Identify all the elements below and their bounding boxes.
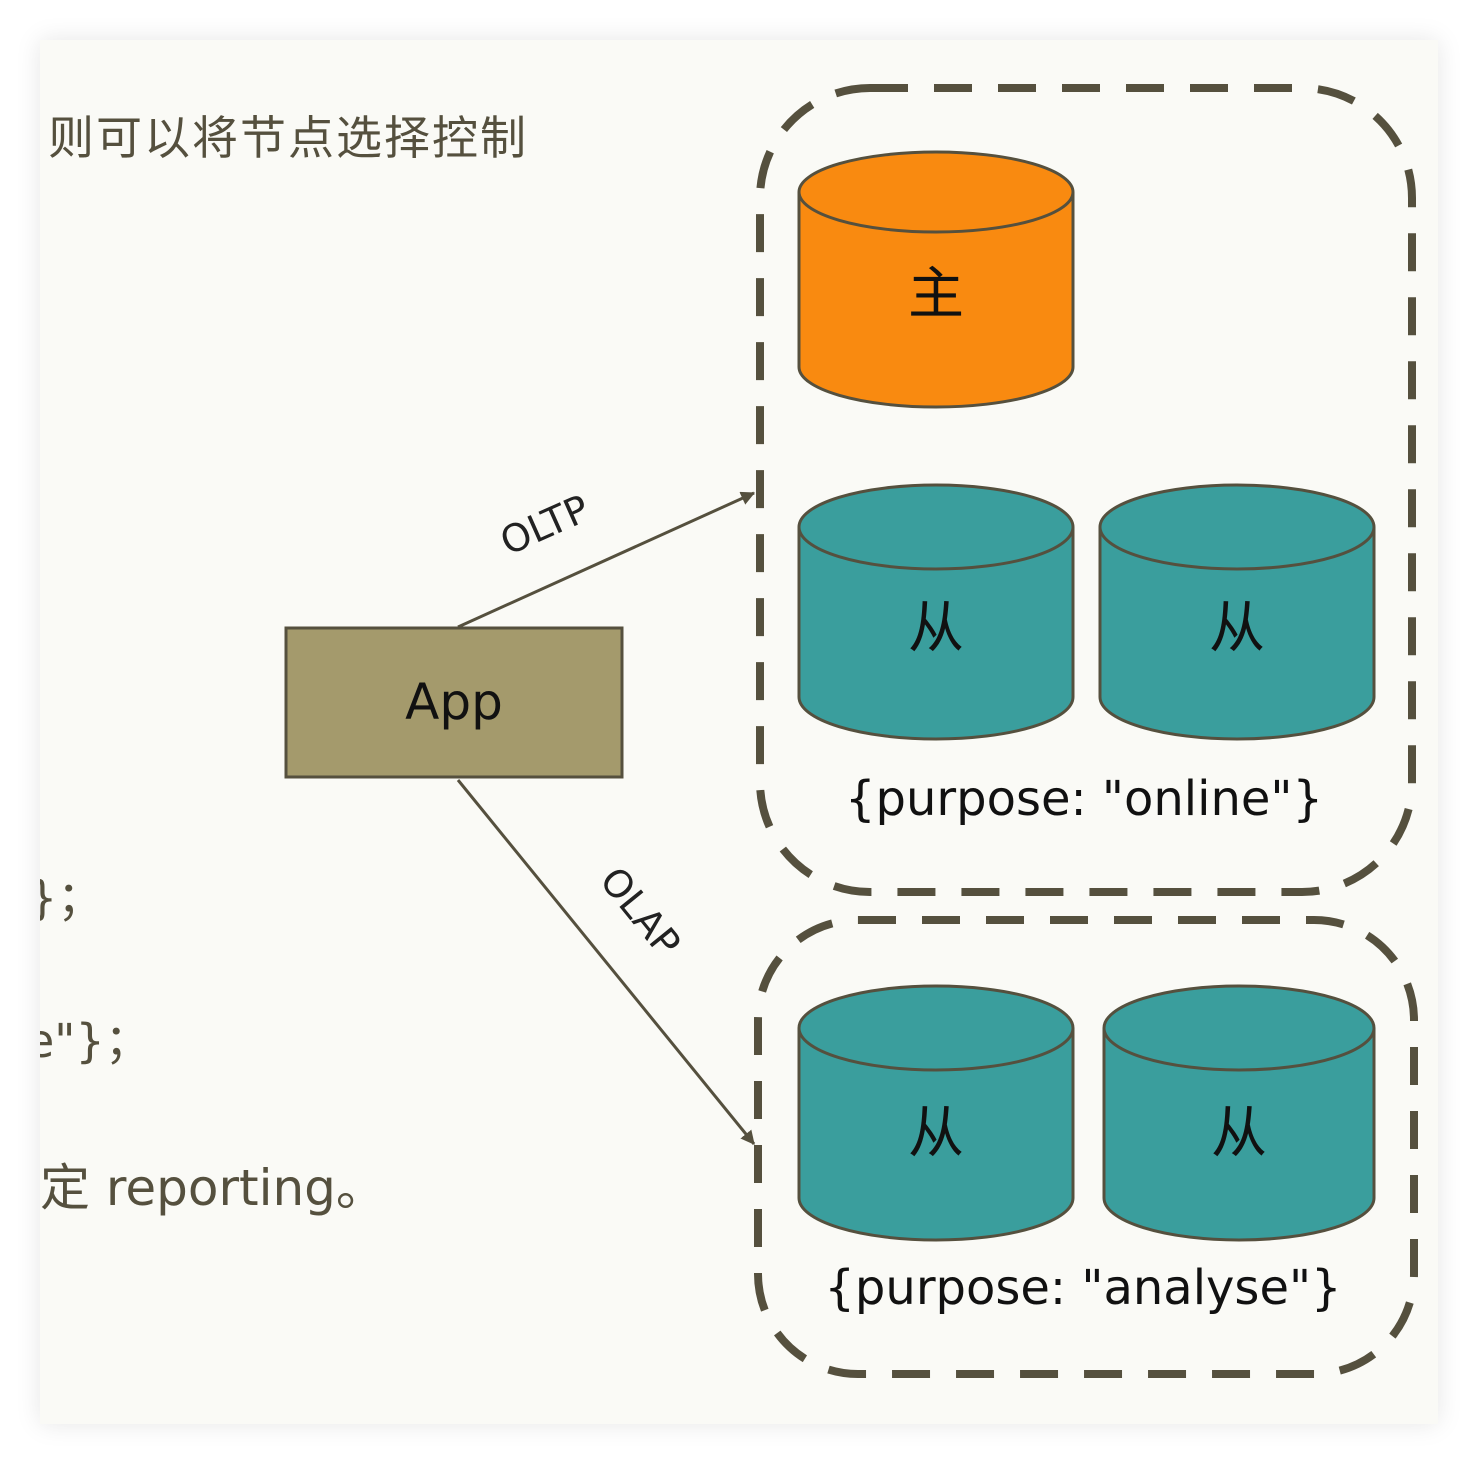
secondary-node: 从 [797, 984, 1075, 1242]
secondary-node: 从 [1102, 984, 1376, 1242]
app-label: App [405, 673, 503, 731]
primary-node: 主 [797, 150, 1075, 409]
text-fragment: 定 reporting。 [40, 1159, 386, 1217]
secondary-node-label: 从 [1209, 596, 1265, 661]
slide-heading: 则可以将节点选择控制 [48, 111, 528, 165]
code-fragment: e"}； [40, 1014, 151, 1068]
primary-node-label: 主 [908, 262, 964, 327]
app-box [284, 626, 624, 779]
olap-edge-label: OLAP [591, 859, 689, 965]
olap-edge [456, 779, 756, 1145]
code-fragment: }； [40, 871, 104, 925]
secondary-node-label: 从 [1211, 1101, 1267, 1166]
slide-frame: 则可以将节点选择控制 }； e"}； 定 reporting。 OLTP OLA… [40, 40, 1438, 1424]
oltp-edge-label: OLTP [494, 486, 596, 564]
secondary-node: 从 [1098, 483, 1376, 741]
oltp-edge [457, 491, 756, 629]
group-analyse-container [754, 916, 1418, 1378]
group-online-tag: {purpose: "online"} [845, 771, 1323, 827]
secondary-node: 从 [797, 483, 1075, 741]
replica-set-diagram: OLTP OLAP App 主 从 从 {purpose: "online"} [284, 84, 1418, 1378]
group-analyse-tag: {purpose: "analyse"} [824, 1260, 1341, 1316]
group-online-container [756, 84, 1416, 896]
secondary-node-label: 从 [908, 1101, 964, 1166]
secondary-node-label: 从 [908, 596, 964, 661]
